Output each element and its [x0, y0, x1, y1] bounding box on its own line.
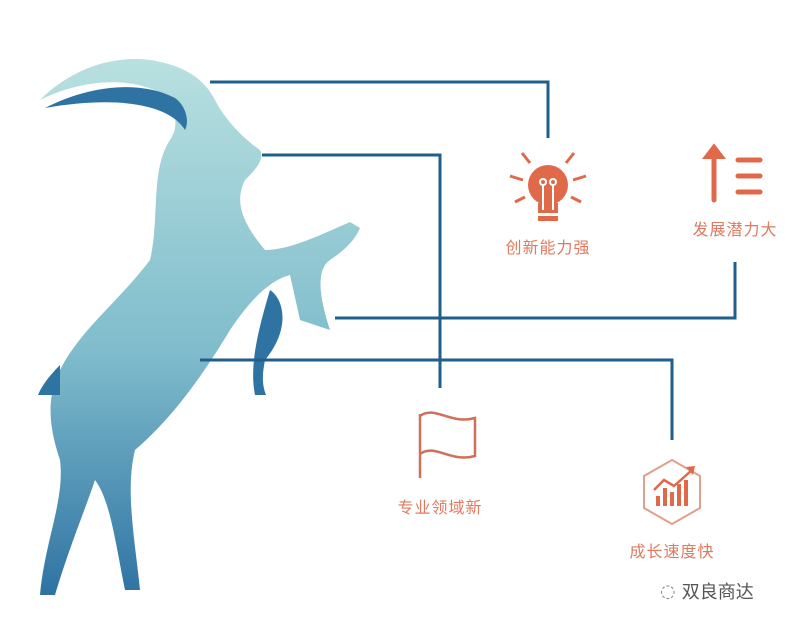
watermark-text: 双良商达 [681, 582, 754, 603]
growth-chart-icon [643, 458, 701, 526]
feature-label-potential: 发展潜力大 [692, 220, 778, 239]
goat-illustration [38, 59, 360, 596]
feature-label-field: 专业领域新 [397, 498, 483, 517]
feature-label-growth: 成长速度快 [629, 542, 715, 561]
lightbulb-icon [509, 152, 587, 221]
watermark: ◌ 双良商达 [660, 578, 754, 604]
arrow-up-list-icon [701, 143, 763, 203]
connector-line [200, 358, 674, 440]
feature-label-innovation: 创新能力强 [505, 238, 591, 257]
wechat-icon: ◌ [660, 580, 676, 602]
flag-icon [418, 411, 477, 478]
connector-line [335, 262, 737, 320]
connector-line [262, 153, 442, 388]
connector-line [210, 80, 550, 138]
